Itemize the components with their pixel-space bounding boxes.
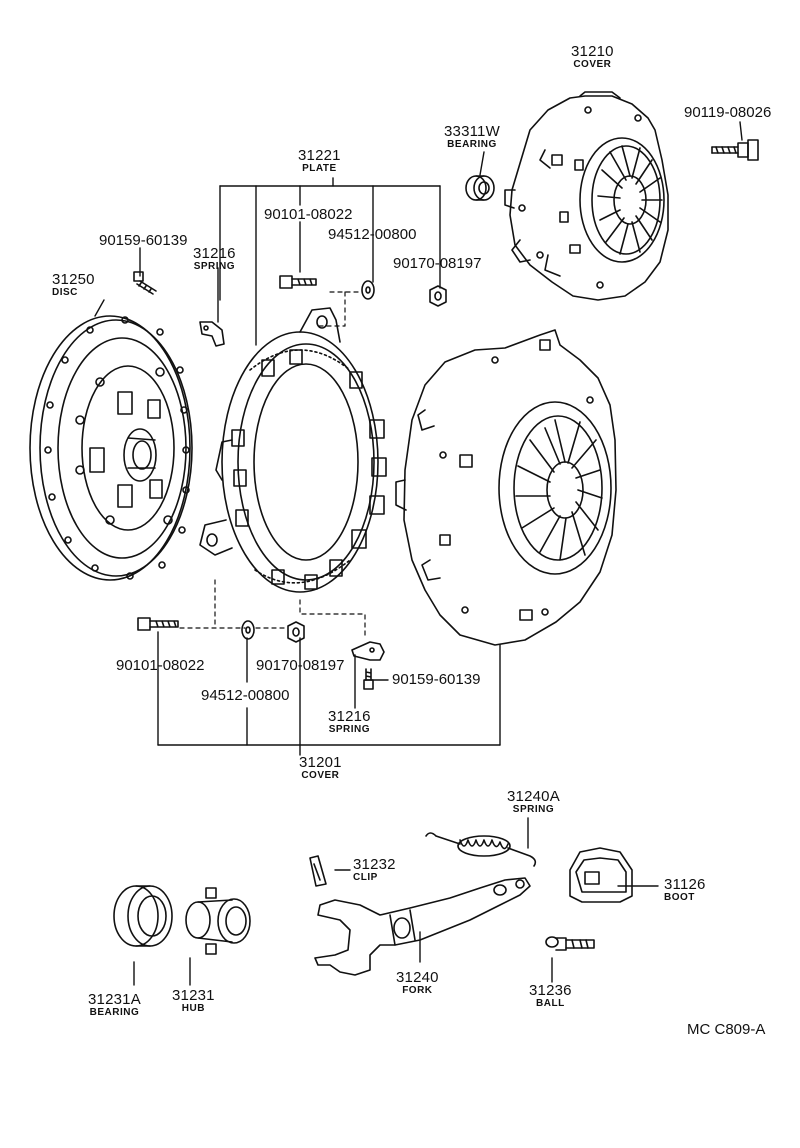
part-name: BEARING xyxy=(89,1007,140,1018)
part-number: 31240A xyxy=(507,788,560,805)
label-90101-08022-top: 90101-08022 xyxy=(264,206,353,223)
label-31210: 31210 COVER xyxy=(571,44,614,70)
bolt-90119-drawing xyxy=(711,139,759,161)
label-90101-08022-bottom: 90101-08022 xyxy=(116,657,205,674)
label-31240a: 31240A SPRING xyxy=(507,789,560,815)
label-90170-08197-top: 90170-08197 xyxy=(393,255,482,272)
label-31216-bottom: 31216 SPRING xyxy=(328,709,371,735)
nut-90170-top-drawing xyxy=(429,285,447,307)
bearing-33311w-drawing xyxy=(465,175,495,201)
bolt-90101-top-drawing xyxy=(279,275,317,289)
label-31236: 31236 BALL xyxy=(529,983,572,1009)
label-31240: 31240 FORK xyxy=(396,970,439,996)
label-90119-08026: 90119-08026 xyxy=(684,104,772,121)
nut-90170-bottom-drawing xyxy=(287,621,305,643)
part-name: DISC xyxy=(52,287,78,298)
washer-94512-bottom-drawing xyxy=(241,620,255,640)
diagram-code: MC C809-A xyxy=(687,1021,766,1038)
part-number: 31216 xyxy=(328,708,371,725)
part-name: BALL xyxy=(536,998,565,1009)
label-31126: 31126 BOOT xyxy=(664,877,706,903)
part-number: 31236 xyxy=(529,982,572,999)
part-number: 31232 xyxy=(353,856,396,873)
part-number: 31216 xyxy=(193,245,236,262)
part-number: 31240 xyxy=(396,969,439,986)
part-number: 31231 xyxy=(172,987,215,1004)
label-31231: 31231 HUB xyxy=(172,988,215,1014)
washer-94512-top-drawing xyxy=(361,280,375,300)
label-94512-00800-top: 94512-00800 xyxy=(328,226,417,243)
part-number: 31231A xyxy=(88,991,141,1008)
part-name: COVER xyxy=(573,59,612,70)
part-number: 31210 xyxy=(571,43,614,60)
label-90159-60139-top: 90159-60139 xyxy=(99,232,188,249)
disc-31250-drawing xyxy=(29,315,193,581)
bolt-90159-top-drawing xyxy=(133,271,157,295)
part-name: SPRING xyxy=(193,261,236,272)
part-name: CLIP xyxy=(353,872,378,883)
bolt-90159-bottom-drawing xyxy=(363,668,374,690)
label-31201: 31201 COVER xyxy=(299,755,342,781)
part-name: FORK xyxy=(402,985,433,996)
spring-31216-bottom-drawing xyxy=(351,641,385,661)
plate-31221-drawing xyxy=(199,307,387,593)
label-31250: 31250 DISC xyxy=(52,272,95,298)
label-31221: 31221 PLATE xyxy=(298,148,341,174)
label-90170-08197-bottom: 90170-08197 xyxy=(256,657,345,674)
spring-31216-top-drawing xyxy=(199,321,225,347)
cover-31210-drawing xyxy=(504,91,669,301)
boot-31126-drawing xyxy=(569,847,633,903)
part-number: 31250 xyxy=(52,271,95,288)
label-31232: 31232 CLIP xyxy=(353,857,396,883)
part-name: PLATE xyxy=(302,163,337,174)
part-name: BOOT xyxy=(664,892,695,903)
label-90159-60139-bottom: 90159-60139 xyxy=(392,671,481,688)
hub-31231-drawing xyxy=(185,887,251,955)
dashed-lines xyxy=(179,291,366,639)
bolt-90101-bottom-drawing xyxy=(137,617,179,631)
cover-31201-drawing xyxy=(395,329,617,646)
ball-31236-drawing xyxy=(545,936,595,951)
fork-31240-drawing xyxy=(314,877,531,976)
label-31216-top: 31216 SPRING xyxy=(193,246,236,272)
spring-31240a-drawing xyxy=(425,832,537,867)
bearing-31231a-drawing xyxy=(113,885,173,947)
part-name: BEARING xyxy=(447,139,497,150)
label-94512-00800-bottom: 94512-00800 xyxy=(201,687,290,704)
part-number: 33311W xyxy=(444,123,500,140)
clip-31232-drawing xyxy=(309,855,327,887)
part-name: SPRING xyxy=(328,724,371,735)
label-31231a: 31231A BEARING xyxy=(88,992,141,1018)
part-number: 31221 xyxy=(298,147,341,164)
part-name: HUB xyxy=(181,1003,205,1014)
leader-lines xyxy=(94,121,743,986)
part-name: SPRING xyxy=(512,804,555,815)
part-number: 31201 xyxy=(299,754,342,771)
part-number: 31126 xyxy=(664,876,706,893)
part-name: COVER xyxy=(301,770,340,781)
label-33311w: 33311W BEARING xyxy=(444,124,500,150)
